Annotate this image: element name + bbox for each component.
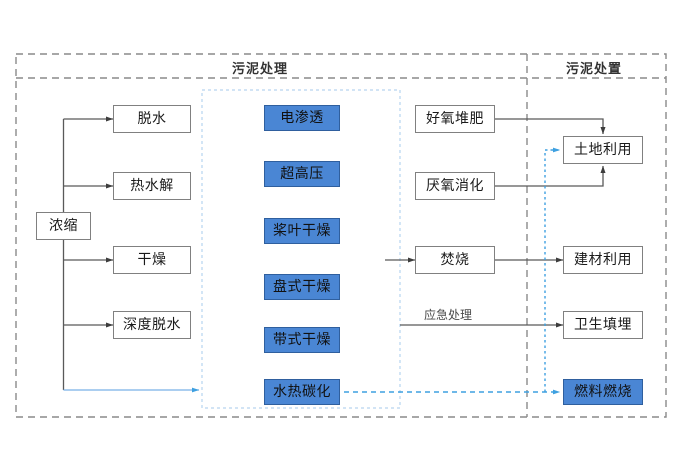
technology-group-frame xyxy=(201,89,401,409)
edge-anaerobic-land-use xyxy=(495,165,606,187)
node-land-use[interactable]: 土地利用 xyxy=(563,136,643,164)
edge-hydrothermal-land-use xyxy=(544,147,561,392)
node-anaerobic-digestion[interactable]: 厌氧消化 xyxy=(415,172,495,200)
node-belt-drying[interactable]: 带式干燥 xyxy=(264,327,340,353)
node-disc-drying[interactable]: 盘式干燥 xyxy=(264,274,340,300)
node-incineration[interactable]: 焚烧 xyxy=(415,246,495,274)
node-paddle-drying[interactable]: 桨叶干燥 xyxy=(264,218,340,244)
node-dewater[interactable]: 脱水 xyxy=(113,105,191,133)
band-title-treatment: 污泥处理 xyxy=(232,62,289,77)
node-electro-osmosis[interactable]: 电渗透 xyxy=(264,105,340,131)
node-sanitary-landfill[interactable]: 卫生填埋 xyxy=(563,311,643,339)
node-ultra-high-pressure[interactable]: 超高压 xyxy=(264,161,340,187)
node-concentrate[interactable]: 浓缩 xyxy=(36,212,91,240)
node-thermal-hydrolysis[interactable]: 热水解 xyxy=(113,172,191,200)
node-aerobic-compost[interactable]: 好氧堆肥 xyxy=(415,105,495,133)
node-fuel-combustion[interactable]: 燃料燃烧 xyxy=(563,379,643,405)
node-drying[interactable]: 干燥 xyxy=(113,246,191,274)
node-hydrothermal-carbonization[interactable]: 水热碳化 xyxy=(264,379,340,405)
edge-aerobic-land-use xyxy=(495,118,606,135)
edge-label-emergency-treatment: 应急处理 xyxy=(424,308,473,322)
node-building-material[interactable]: 建材利用 xyxy=(563,246,643,274)
band-title-disposal: 污泥处置 xyxy=(566,62,623,77)
node-deep-dewater[interactable]: 深度脱水 xyxy=(113,311,191,339)
